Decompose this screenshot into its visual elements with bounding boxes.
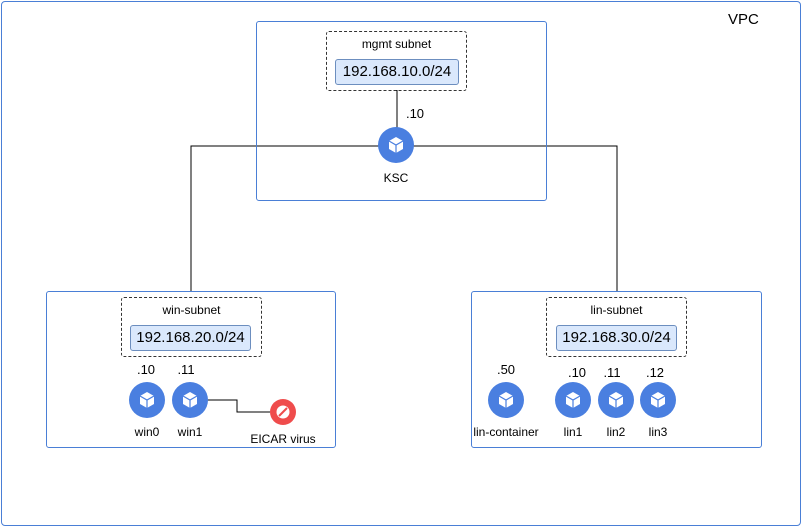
lin1-ip: .10 [567,365,587,380]
win-subnet-box [46,291,336,448]
lin-subnet-box [471,291,762,448]
lin-subnet-group [546,297,687,357]
mgmt-subnet-box [256,21,547,201]
eicar-virus-name: EICAR virus [250,432,316,446]
eicar-virus-node[interactable] [270,399,296,425]
lin3-ip: .12 [645,365,665,380]
prohibited-icon [276,405,290,419]
cube-icon [182,392,198,408]
ksc-ip: .10 [405,106,425,121]
cube-icon [498,392,514,408]
win-subnet-group [121,297,262,357]
cube-icon [565,392,581,408]
lin2-name: lin2 [606,425,626,439]
cube-icon [388,137,404,153]
win0-ip: .10 [136,362,156,377]
win-cidr: 192.168.20.0/24 [130,325,251,351]
lin-container-name: lin-container [473,425,539,439]
lin1-name: lin1 [563,425,583,439]
win0-node[interactable] [129,382,165,418]
ksc-name: KSC [383,171,409,185]
cube-icon [650,392,666,408]
lin-subnet-name: lin-subnet [590,303,643,317]
win-subnet-name: win-subnet [162,303,221,317]
mgmt-subnet-name: mgmt subnet [361,37,432,51]
vpc-label: VPC [728,11,759,28]
win1-node[interactable] [172,382,208,418]
lin2-node[interactable] [598,382,634,418]
cube-icon [608,392,624,408]
win1-name: win1 [177,425,203,439]
lin3-name: lin3 [648,425,668,439]
mgmt-cidr: 192.168.10.0/24 [335,59,459,85]
lin-container-node[interactable] [488,382,524,418]
cube-icon [139,392,155,408]
mgmt-subnet-group [326,31,467,91]
lin3-node[interactable] [640,382,676,418]
win1-ip: .11 [177,362,195,377]
ksc-node[interactable] [378,127,414,163]
win0-name: win0 [134,425,160,439]
lin1-node[interactable] [555,382,591,418]
lin2-ip: .11 [603,365,621,380]
lin-cidr: 192.168.30.0/24 [556,325,677,351]
lin-container-ip: .50 [496,362,516,377]
